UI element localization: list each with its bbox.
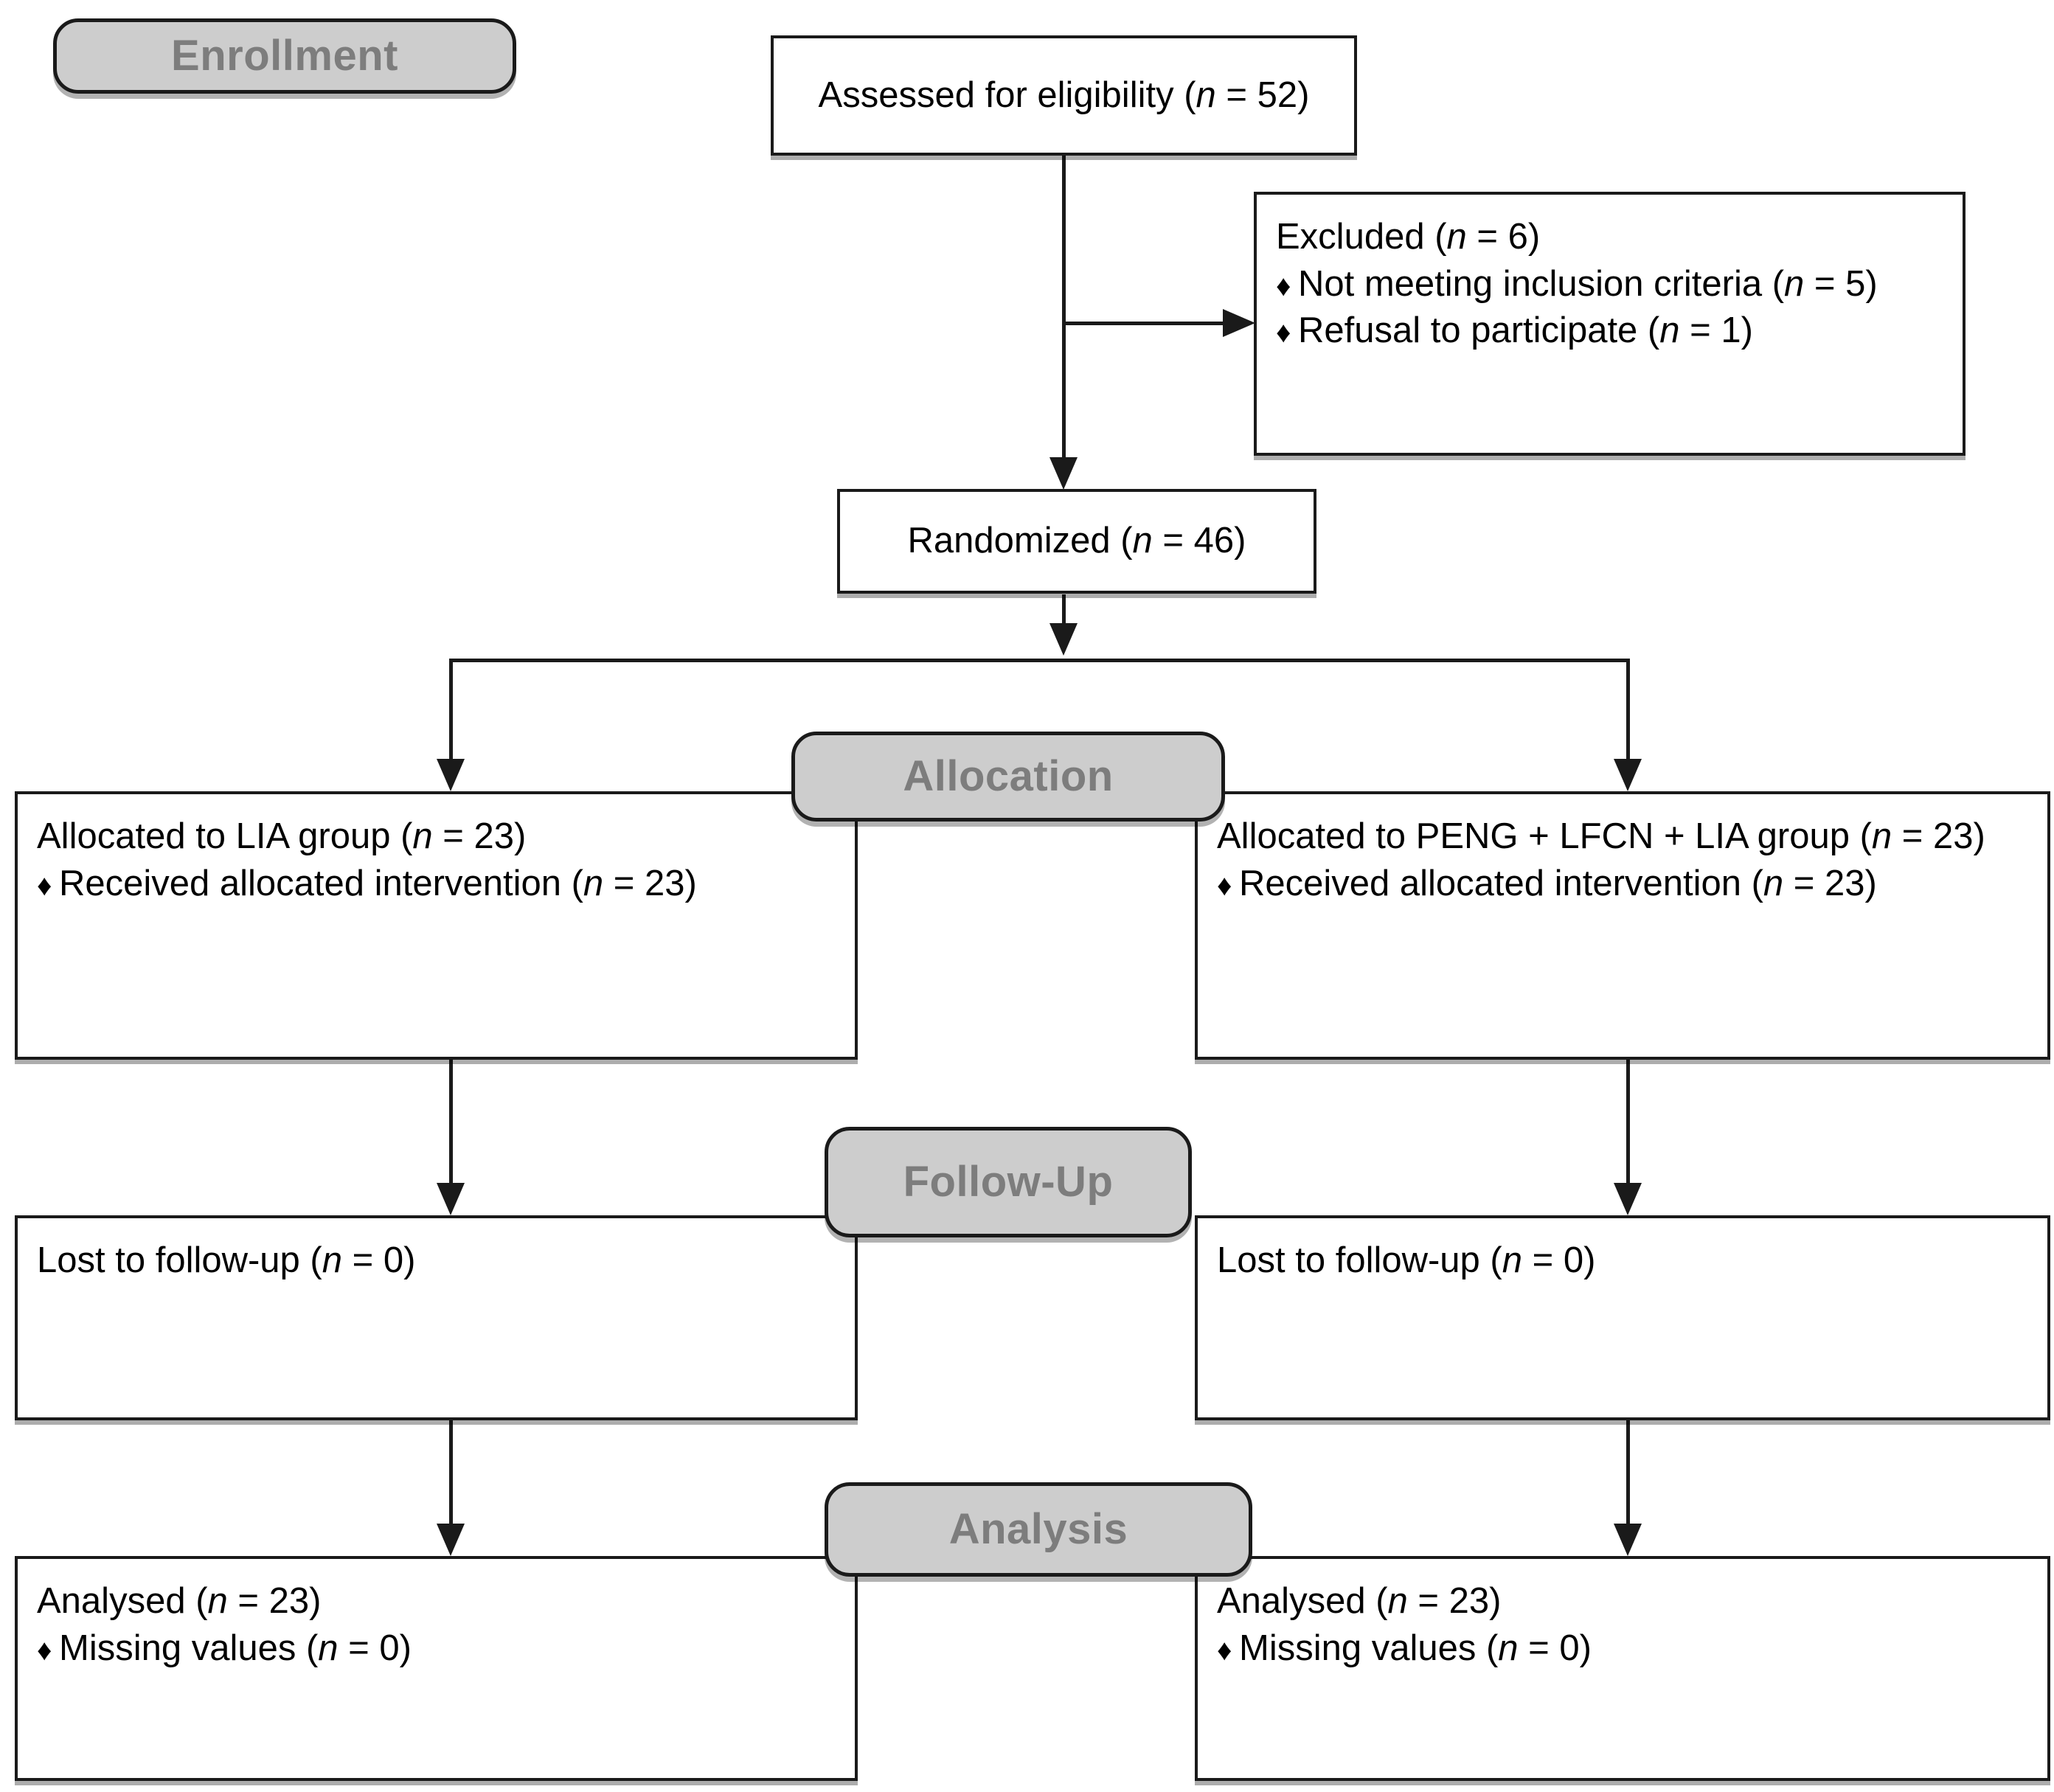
box-followup-left: Lost to follow-up (n = 0) xyxy=(15,1215,858,1420)
analysis-right-bullet-1: ♦Missing values (n = 0) xyxy=(1217,1628,1592,1668)
connector-allocation-left-drop xyxy=(449,659,453,762)
connector-randomized-stem xyxy=(1062,594,1066,625)
stage-label-followup-text: Follow-Up xyxy=(903,1158,1114,1206)
connector-followup-left-to-analysis xyxy=(449,1420,453,1527)
stage-label-enrollment-text: Enrollment xyxy=(171,32,398,80)
arrowhead-randomized-split xyxy=(1049,623,1078,656)
allocation-left-title: Allocated to LIA group (n = 23) xyxy=(37,816,527,856)
diamond-bullet-icon: ♦ xyxy=(1217,1633,1232,1667)
diamond-bullet-icon: ♦ xyxy=(1276,316,1291,350)
diamond-bullet-icon: ♦ xyxy=(37,869,52,902)
box-followup-right: Lost to follow-up (n = 0) xyxy=(1195,1215,2050,1420)
diamond-bullet-icon: ♦ xyxy=(1217,869,1232,902)
analysis-left-bullet-1: ♦Missing values (n = 0) xyxy=(37,1628,412,1668)
followup-left-title: Lost to follow-up (n = 0) xyxy=(37,1240,416,1280)
connector-assessed-to-excluded xyxy=(1062,322,1226,325)
box-excluded: Excluded (n = 6) ♦Not meeting inclusion … xyxy=(1254,192,1965,456)
arrowhead-followup-left xyxy=(437,1183,465,1215)
stage-label-analysis-text: Analysis xyxy=(948,1505,1128,1553)
allocation-right-title: Allocated to PENG + LFCN + LIA group (n … xyxy=(1217,816,1985,856)
stage-label-allocation-text: Allocation xyxy=(903,752,1114,800)
connector-alloc-right-to-followup xyxy=(1626,1060,1630,1186)
arrowhead-to-randomized xyxy=(1049,457,1078,490)
box-allocation-right: Allocated to PENG + LFCN + LIA group (n … xyxy=(1195,791,2050,1060)
diamond-bullet-icon: ♦ xyxy=(37,1633,52,1667)
arrowhead-followup-right xyxy=(1614,1183,1642,1215)
box-analysis-right: Analysed (n = 23) ♦Missing values (n = 0… xyxy=(1195,1556,2050,1781)
arrowhead-allocation-right xyxy=(1614,759,1642,791)
stage-label-analysis: Analysis xyxy=(825,1482,1252,1577)
analysis-left-title: Analysed (n = 23) xyxy=(37,1581,322,1621)
randomized-text: Randomized (n = 46) xyxy=(907,521,1246,561)
excluded-bullet-1: ♦Not meeting inclusion criteria (n = 5) xyxy=(1276,263,1878,304)
assessed-text: Assessed for eligibility (n = 52) xyxy=(818,74,1310,115)
connector-assessed-to-randomized xyxy=(1062,156,1066,458)
stage-label-enrollment: Enrollment xyxy=(53,18,516,94)
allocation-right-bullet-1: ♦Received allocated intervention (n = 23… xyxy=(1217,863,1877,903)
connector-followup-right-to-analysis xyxy=(1626,1420,1630,1527)
stage-label-followup: Follow-Up xyxy=(825,1127,1192,1237)
excluded-title: Excluded (n = 6) xyxy=(1276,217,1541,257)
diamond-bullet-icon: ♦ xyxy=(1276,269,1291,302)
allocation-left-bullet-1: ♦Received allocated intervention (n = 23… xyxy=(37,863,697,903)
analysis-right-title: Analysed (n = 23) xyxy=(1217,1581,1502,1621)
box-allocation-left: Allocated to LIA group (n = 23) ♦Receive… xyxy=(15,791,858,1060)
arrowhead-to-excluded xyxy=(1223,309,1255,337)
excluded-bullet-2: ♦Refusal to participate (n = 1) xyxy=(1276,310,1753,351)
connector-allocation-split-bar xyxy=(449,659,1630,662)
arrowhead-analysis-left xyxy=(437,1524,465,1556)
arrowhead-allocation-left xyxy=(437,759,465,791)
followup-right-title: Lost to follow-up (n = 0) xyxy=(1217,1240,1596,1280)
connector-alloc-left-to-followup xyxy=(449,1060,453,1186)
box-assessed-for-eligibility: Assessed for eligibility (n = 52) xyxy=(771,35,1357,156)
box-analysis-left: Analysed (n = 23) ♦Missing values (n = 0… xyxy=(15,1556,858,1781)
connector-allocation-right-drop xyxy=(1626,659,1630,762)
box-randomized: Randomized (n = 46) xyxy=(837,489,1316,594)
arrowhead-analysis-right xyxy=(1614,1524,1642,1556)
stage-label-allocation: Allocation xyxy=(791,732,1225,822)
